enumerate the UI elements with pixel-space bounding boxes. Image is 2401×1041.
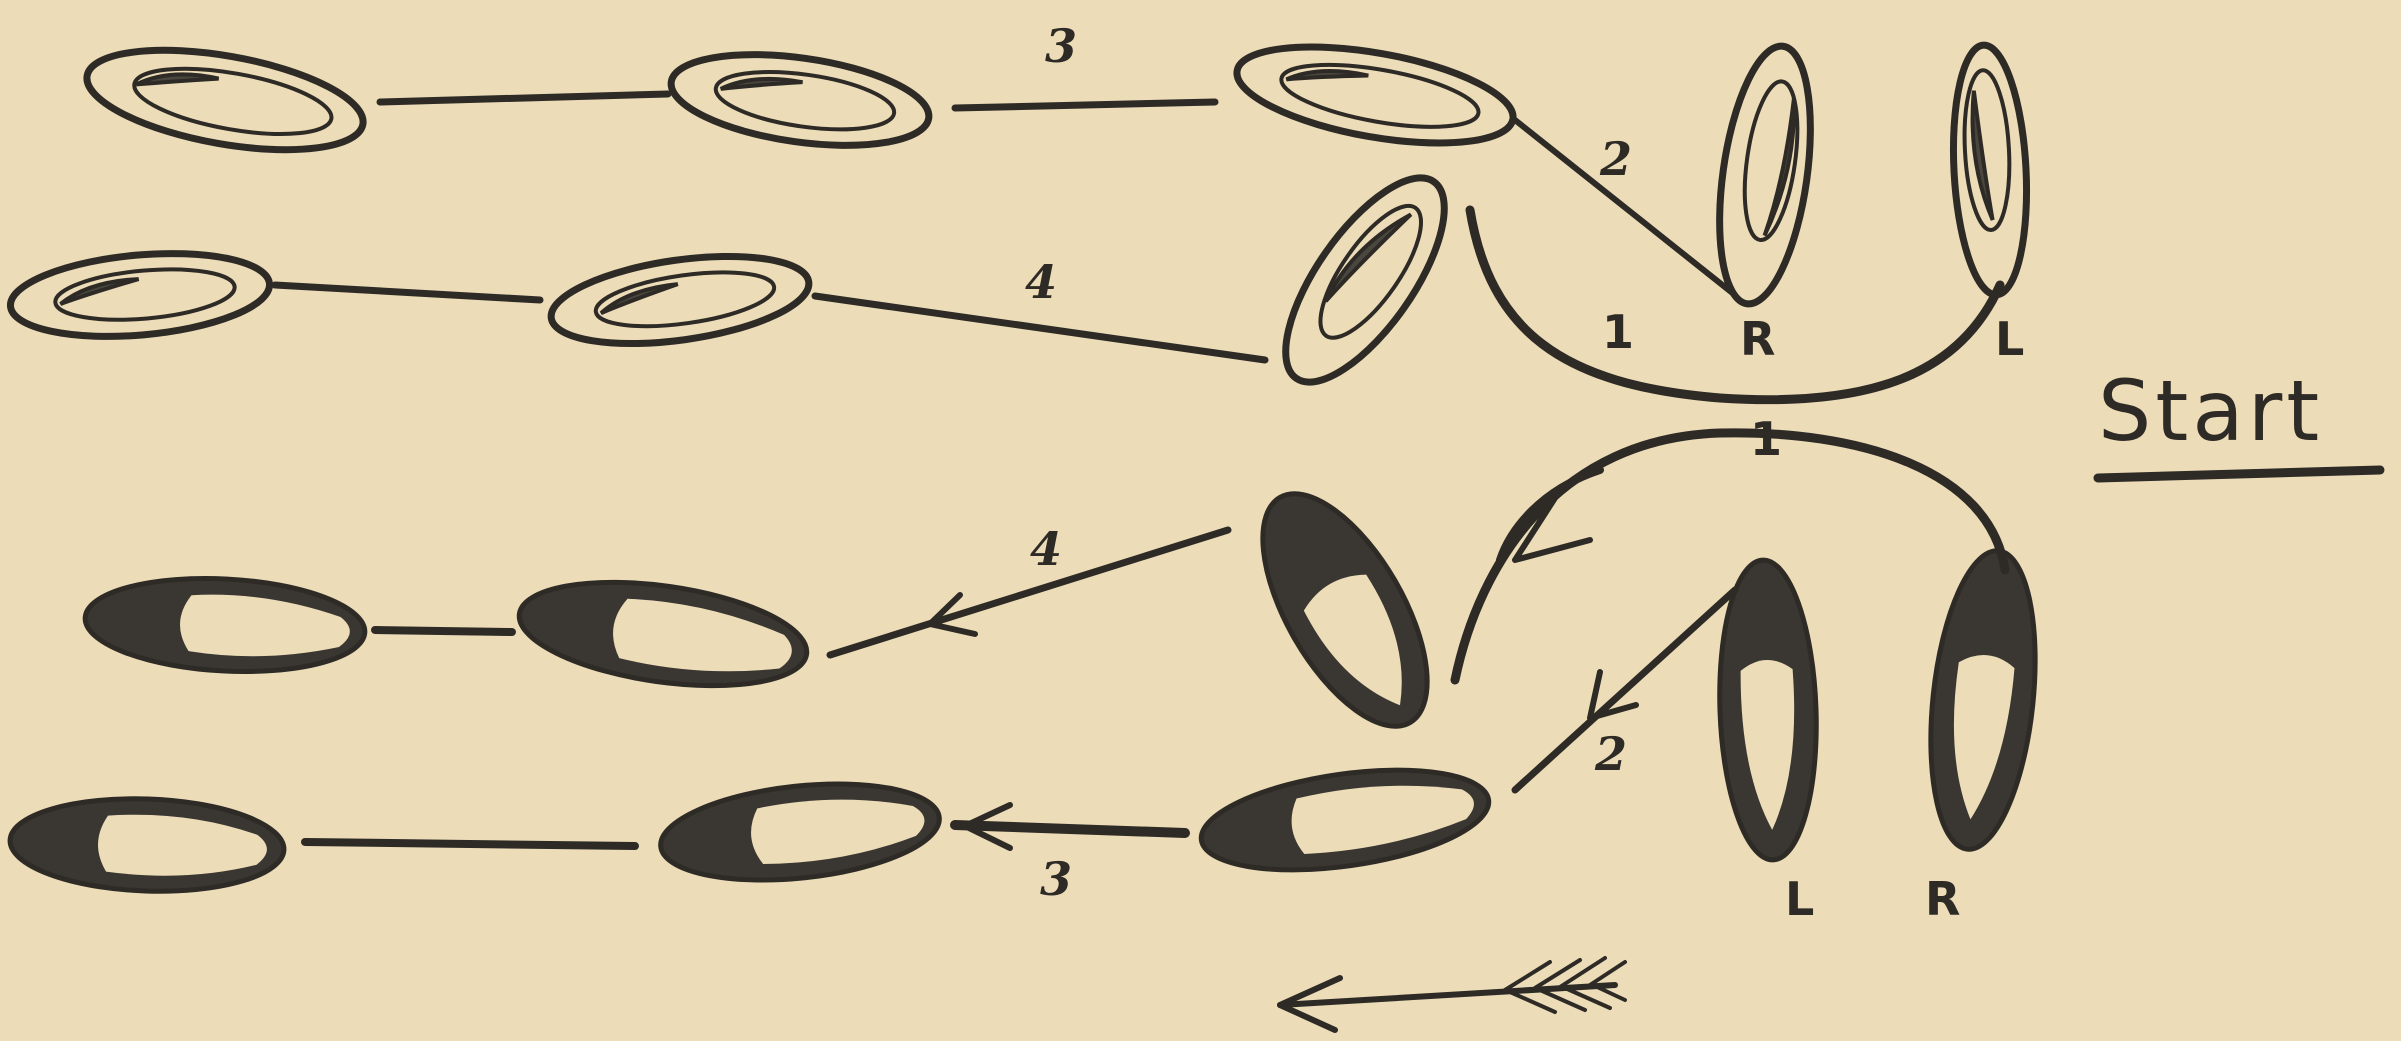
top-path-step-1 [1470, 210, 2000, 400]
footprint-bottom-step-3a [656, 772, 944, 893]
bottom-path-step-3-right [955, 825, 1185, 833]
footprint-top-step-1 [1257, 154, 1473, 406]
top-label-step-3: 3 [1045, 19, 1077, 73]
bottom-label-step-3: 3 [1040, 852, 1072, 906]
top-footprints-group: 3 2 4 1 R L [7, 19, 2032, 406]
footprint-bottom-start-left [1715, 558, 1821, 861]
bottom-label-right-foot: R [1925, 872, 1960, 926]
top-label-step-4: 4 [1025, 255, 1057, 309]
top-path-step-4-left [275, 285, 540, 300]
start-underline [2098, 470, 2380, 478]
footprint-bottom-step-1 [1230, 468, 1460, 751]
footprint-bottom-step-2 [1195, 754, 1495, 885]
direction-arrow [1280, 958, 1625, 1030]
bottom-path-step-4 [830, 530, 1228, 655]
footprint-top-step-4b [7, 244, 273, 346]
top-label-step-2: 2 [1599, 132, 1632, 186]
footprint-bottom-step-4a [513, 566, 814, 701]
bottom-label-left-foot: L [1785, 872, 1814, 926]
top-label-right-foot: R [1740, 312, 1775, 366]
bottom-footprints-group: 1 4 2 3 L R [8, 412, 2048, 926]
top-path-step-3-left [380, 94, 668, 102]
bottom-path-step-3-left [305, 842, 635, 846]
bottom-path-step-4-left [375, 630, 512, 632]
footprint-bottom-step-4b [83, 572, 367, 679]
top-path-step-3-right [955, 102, 1215, 108]
top-label-step-1: 1 [1602, 305, 1634, 359]
top-label-left-foot: L [1995, 312, 2024, 366]
footprint-bottom-step-3b [8, 794, 285, 896]
footprint-top-step-2 [1230, 29, 1520, 160]
start-label: Start [2098, 362, 2323, 460]
footprint-top-start-right [1705, 40, 1824, 309]
footprint-top-step-3a [665, 40, 934, 159]
footprint-top-step-4a [546, 242, 815, 357]
start-marker: Start [2098, 362, 2380, 478]
bottom-label-step-1: 1 [1750, 412, 1782, 466]
footprint-bottom-start-right [1918, 546, 2049, 855]
footprint-top-step-3b [79, 32, 370, 167]
bottom-label-step-2: 2 [1594, 727, 1627, 781]
bottom-label-step-4: 4 [1030, 522, 1062, 576]
footprint-top-start-left [1948, 43, 2033, 296]
